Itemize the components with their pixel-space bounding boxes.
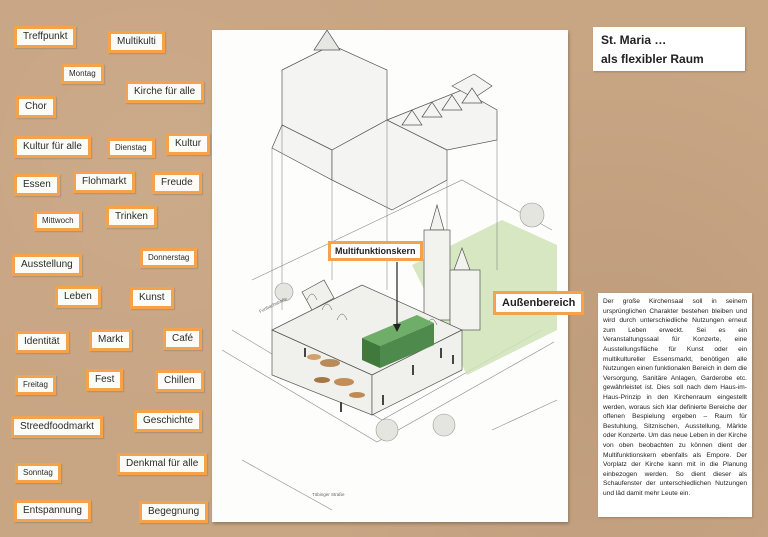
tag-begegnung: Begegnung (139, 501, 209, 523)
tag-chor: Chor (16, 96, 56, 118)
people-figures (304, 348, 454, 412)
tag-trinken: Trinken (106, 206, 157, 228)
tag-treffpunkt: Treffpunkt (14, 26, 77, 48)
tag-fest: Fest (86, 369, 124, 391)
tag-donnerstag: Donnerstag (140, 248, 198, 268)
tag-freitag: Freitag (15, 375, 56, 395)
tag-streedfoodmarkt: Streedfoodmarkt (11, 416, 103, 438)
tag-montag: Montag (61, 64, 104, 84)
exploded-roof (271, 29, 498, 211)
church-towers (423, 203, 481, 331)
tag-freude: Freude (152, 172, 202, 194)
title-card: St. Maria … als flexibler Raum (593, 27, 745, 71)
tag-kunst: Kunst (130, 287, 174, 309)
title-line-2: als flexibler Raum (601, 52, 704, 66)
tag-markt: Markt (89, 329, 132, 351)
tag-mittwoch: Mittwoch (34, 211, 82, 231)
callout-multifunktionskern: Multifunktionskern (328, 241, 423, 261)
tag-leben: Leben (55, 286, 101, 308)
tag-ausstellung: Ausstellung (12, 254, 82, 276)
tag-denkmal-fuer-alle: Denkmal für alle (117, 453, 208, 475)
site-trees (274, 202, 545, 442)
church-isometric-drawing: Furtbachstraße Tübinger Straße (221, 29, 558, 511)
tag-dienstag: Dienstag (107, 138, 155, 158)
tag-flohmarkt: Flohmarkt (73, 171, 136, 193)
tag-multikulti: Multikulti (108, 31, 165, 53)
tag-kultur-fuer-alle: Kultur für alle (14, 136, 91, 158)
tag-cafe: Café (163, 328, 203, 350)
tag-identitaet: Identität (15, 331, 69, 353)
drawing-sheet: Furtbachstraße Tübinger Straße (212, 29, 568, 522)
tag-entspannung: Entspannung (14, 500, 91, 522)
interior-furniture (307, 354, 365, 398)
callout-aussenbereich: Außenbereich (493, 291, 585, 315)
multifunction-core-box (362, 315, 434, 368)
tag-sonntag: Sonntag (15, 463, 61, 483)
description-text: Der große Kirchensaal soll in seinem urs… (598, 293, 752, 517)
tag-chillen: Chillen (155, 370, 204, 392)
street-label-1: Furtbachstraße (258, 296, 288, 314)
tag-kultur: Kultur (166, 133, 211, 155)
title-line-1: St. Maria … (601, 33, 667, 47)
tag-kirche-fuer-alle: Kirche für alle (125, 81, 205, 103)
tag-essen: Essen (14, 174, 60, 196)
street-label-2: Tübinger Straße (312, 492, 345, 497)
tag-geschichte: Geschichte (134, 410, 203, 432)
